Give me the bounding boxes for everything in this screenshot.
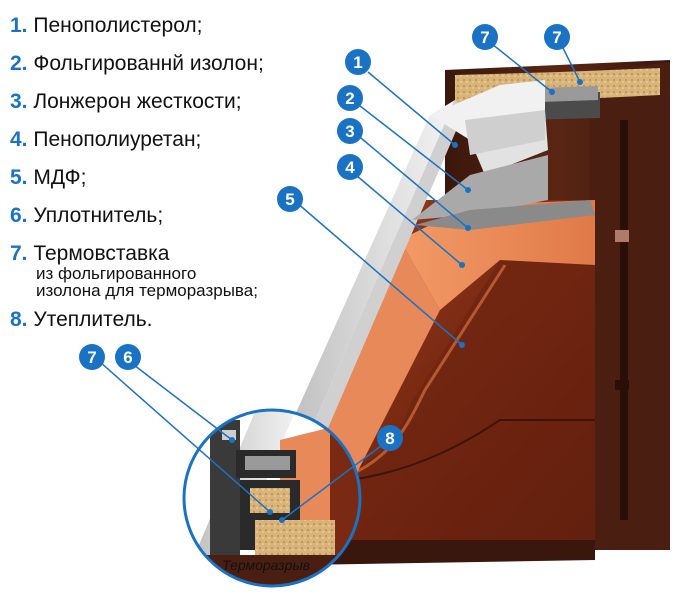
thermal-break-label: Терморазрыв bbox=[222, 557, 310, 573]
legend-item-8: 8. Утеплитель. bbox=[10, 308, 153, 331]
legend-item-5: 5. МДФ; bbox=[10, 166, 87, 189]
svg-text:7: 7 bbox=[87, 348, 96, 367]
foam-edge bbox=[268, 100, 465, 475]
legend-item-2: 2. Фольгированнй изолон; bbox=[10, 52, 264, 75]
foil-isolon-layer bbox=[412, 155, 548, 220]
legend-item-1: 1. Пенополистерол; bbox=[10, 14, 203, 37]
mdf-panel bbox=[285, 200, 595, 555]
callout-badge-5: 5 bbox=[277, 186, 303, 212]
callout-badge-8: 8 bbox=[377, 425, 403, 451]
svg-text:7: 7 bbox=[480, 28, 489, 47]
callout-lines bbox=[99, 39, 581, 521]
svg-text:3: 3 bbox=[345, 122, 354, 141]
callout-badge-7-top-right: 7 bbox=[544, 24, 570, 50]
callout-badge-3: 3 bbox=[337, 118, 363, 144]
callout-badge-6: 6 bbox=[115, 344, 141, 370]
svg-text:4: 4 bbox=[345, 158, 355, 177]
callout-dots bbox=[229, 79, 583, 523]
legend-item-6: 6. Уплотнитель; bbox=[10, 204, 164, 227]
svg-text:8: 8 bbox=[385, 429, 394, 448]
callout-badge-7-bottom: 7 bbox=[79, 344, 105, 370]
legend-item-7-sub-1: из фольгированного bbox=[36, 264, 197, 283]
svg-text:7: 7 bbox=[552, 28, 561, 47]
legend-item-3: 3. Лонжерон жесткости; bbox=[10, 90, 242, 113]
callout-badge-1: 1 bbox=[345, 49, 371, 75]
callout-badge-4: 4 bbox=[337, 154, 363, 180]
polystyrene-layer bbox=[412, 80, 595, 230]
stiffening-rib bbox=[415, 200, 595, 230]
callout-badge-7-top-left: 7 bbox=[472, 24, 498, 50]
legend-item-7-sub-2: изолона для терморазрыва; bbox=[36, 281, 258, 300]
svg-text:6: 6 bbox=[123, 348, 132, 367]
svg-text:2: 2 bbox=[345, 89, 354, 108]
svg-text:5: 5 bbox=[285, 190, 294, 209]
legend-item-7: 7. Термовставка bbox=[10, 242, 170, 265]
hinge-detail bbox=[615, 230, 629, 242]
callout-badge-2: 2 bbox=[337, 85, 363, 111]
legend-item-4: 4. Пенополиуретан; bbox=[10, 128, 202, 151]
svg-text:1: 1 bbox=[353, 53, 362, 72]
